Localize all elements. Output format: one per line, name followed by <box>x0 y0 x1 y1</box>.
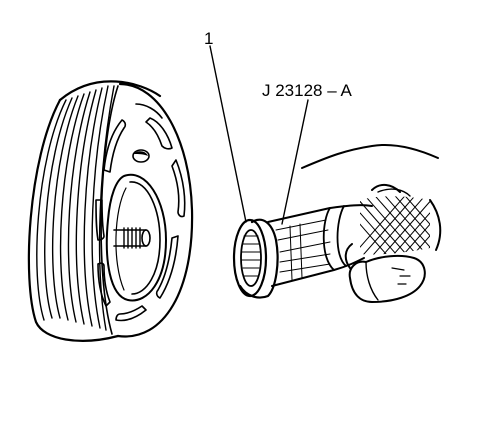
threaded-stud <box>113 227 151 249</box>
seal-installer-tool <box>232 204 373 299</box>
cup-interior <box>241 235 261 277</box>
crankshaft-pulley <box>27 80 194 342</box>
leader-lines <box>209 45 309 225</box>
sleeve-texture <box>360 196 430 255</box>
callout-tool-number: J 23128 – A <box>262 81 352 100</box>
pulley-hub <box>105 173 167 302</box>
leader-tool <box>281 99 309 225</box>
pulley-hole <box>132 149 150 163</box>
pulley-slots <box>95 103 186 322</box>
belt-grooves <box>36 85 115 331</box>
leader-part-1 <box>209 45 247 223</box>
hand <box>301 143 442 303</box>
callout-part-number: 1 <box>204 29 213 48</box>
